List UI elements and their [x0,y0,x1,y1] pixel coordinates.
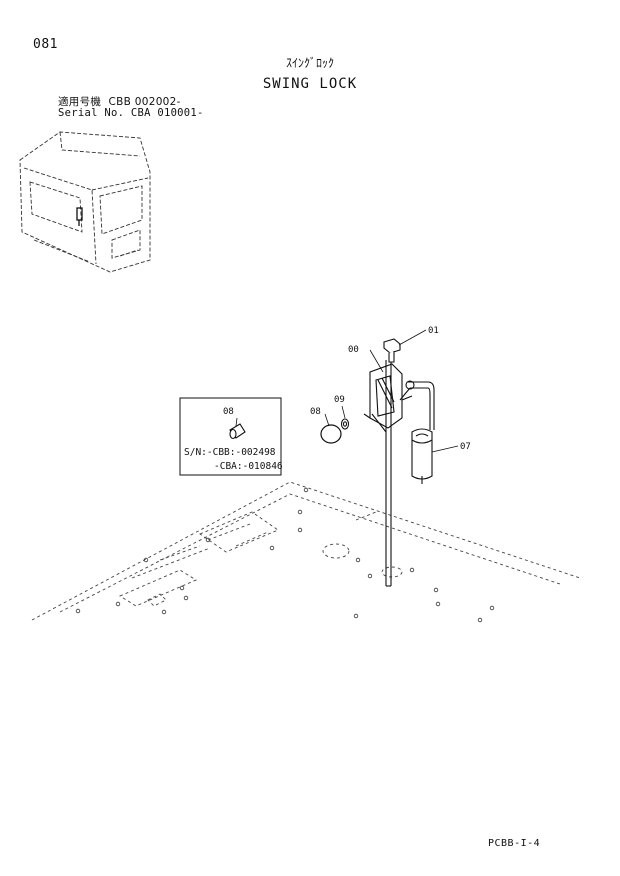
callout-01: 01 [428,326,439,336]
callout-leaders [235,329,459,453]
callout-00: 00 [348,345,359,355]
cab-thumbnail [19,131,151,273]
damper-07 [411,428,433,484]
floor-bolt-holes [75,487,495,623]
cable-07 [399,380,435,430]
callout-09: 09 [334,395,345,405]
inset-serial-line-1: S/N:-CBB:-002498 [184,447,276,458]
lever-bracket [363,363,413,429]
lock-rod [371,360,392,587]
inset-knob-08 [229,423,246,440]
inset-box: 08 S/N:-CBB:-002498 -CBA:-010846 [179,397,283,476]
callout-08: 08 [310,407,321,417]
knob-08 [320,424,342,444]
title-japanese: ｽｲﾝｸﾞﾛｯｸ [285,56,334,70]
page-number: 081 [33,37,58,52]
callout-07: 07 [460,442,471,452]
serial-number-line: Serial No. CBA 010001- [58,107,204,119]
page-title: SWING LOCK [262,76,358,92]
inset-serial-line-2: -CBA:-010846 [214,461,283,472]
bolt-01 [383,338,401,363]
washer-09 [340,418,350,430]
applicable-machine-line: 適用号機 CBB 002002- [58,96,181,108]
floor-plate [31,481,581,621]
footer-page-code: PCBB-I-4 [488,838,541,849]
cab-lock-marker [76,207,83,226]
inset-callout-08: 08 [223,407,234,417]
